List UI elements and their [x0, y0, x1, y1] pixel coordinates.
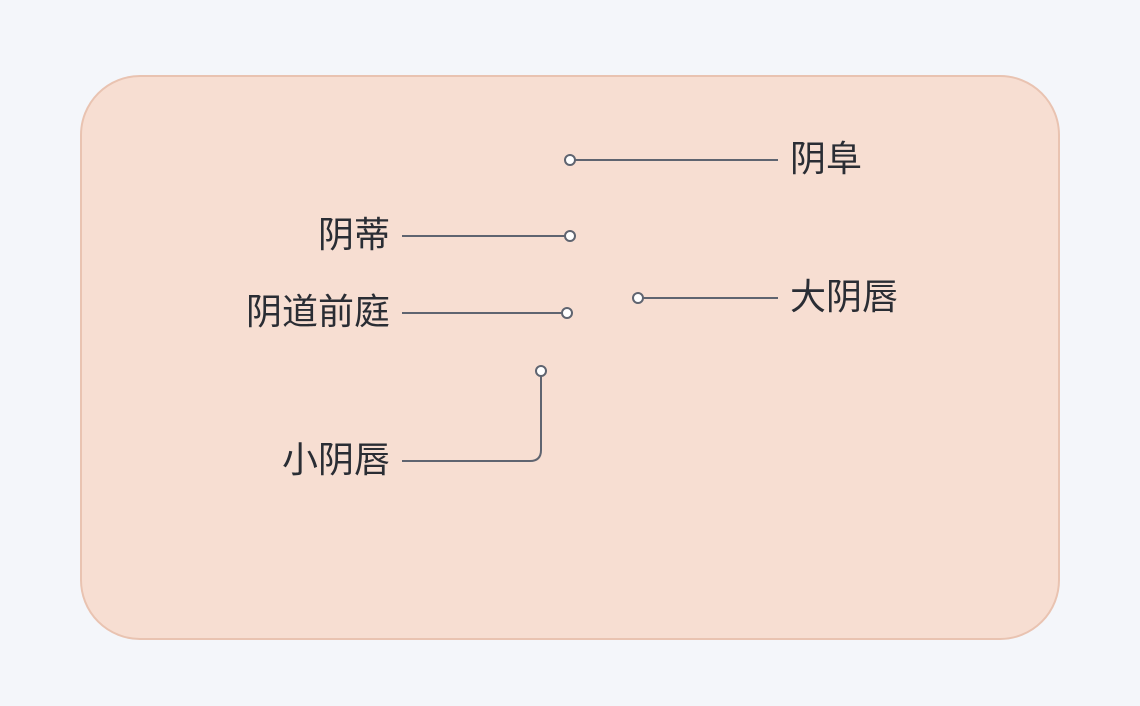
label-labia-minora: 小阴唇	[281, 440, 390, 481]
figure-placeholder	[80, 75, 1060, 640]
label-vestibule: 阴道前庭	[245, 292, 390, 333]
label-labia-majora: 大阴唇	[790, 277, 899, 318]
label-mons-pubis: 阴阜	[790, 139, 863, 180]
label-clitoris: 阴蒂	[317, 215, 390, 256]
